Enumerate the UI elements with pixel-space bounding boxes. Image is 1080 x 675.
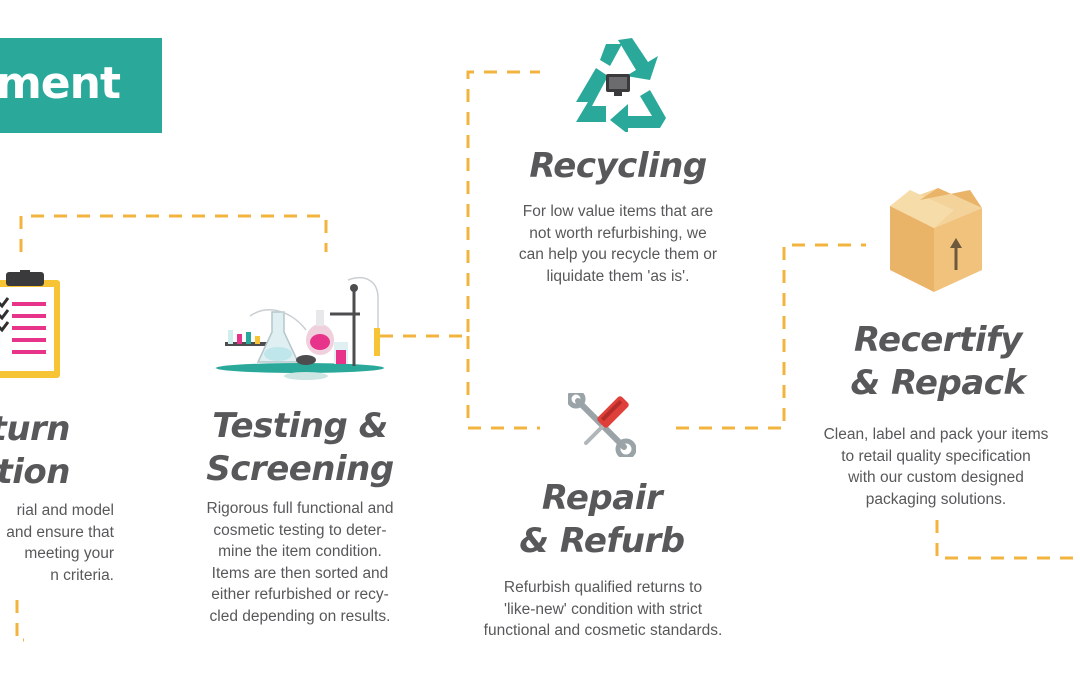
lab-equipment-icon xyxy=(216,277,384,380)
testing-title: Testing & Screening xyxy=(206,406,394,489)
connector-return-down xyxy=(15,600,24,642)
repair-description: Refurbish qualified returns to 'like-new… xyxy=(483,579,723,639)
return-title: eturn dation xyxy=(0,409,70,492)
banner-title: ement xyxy=(0,58,121,109)
title-banner: ement xyxy=(0,38,162,133)
connector-recycling-to-repair xyxy=(466,336,540,430)
recertify-description: Clean, label and pack your items to reta… xyxy=(823,426,1049,508)
connector-testing-to-recycling xyxy=(380,70,540,338)
recycling-title: Recycling xyxy=(529,146,707,186)
recycling-description: For low value items that are not worth r… xyxy=(518,203,718,285)
testing-description: Rigorous full functional and cosmetic te… xyxy=(206,500,394,625)
wrench-screwdriver-icon xyxy=(568,393,636,457)
return-description: rial and model and ensure that meeting y… xyxy=(6,502,114,584)
connector-return-to-testing xyxy=(19,214,328,252)
clipboard-checklist-icon xyxy=(0,270,60,378)
recertify-title: Recertify & Repack xyxy=(850,320,1026,403)
cardboard-box-icon xyxy=(890,188,982,292)
connector-recertify-out xyxy=(935,520,1080,560)
repair-title: Repair & Refurb xyxy=(519,478,685,561)
connector-repair-to-recertify xyxy=(676,243,866,430)
recycle-icon xyxy=(576,38,666,132)
